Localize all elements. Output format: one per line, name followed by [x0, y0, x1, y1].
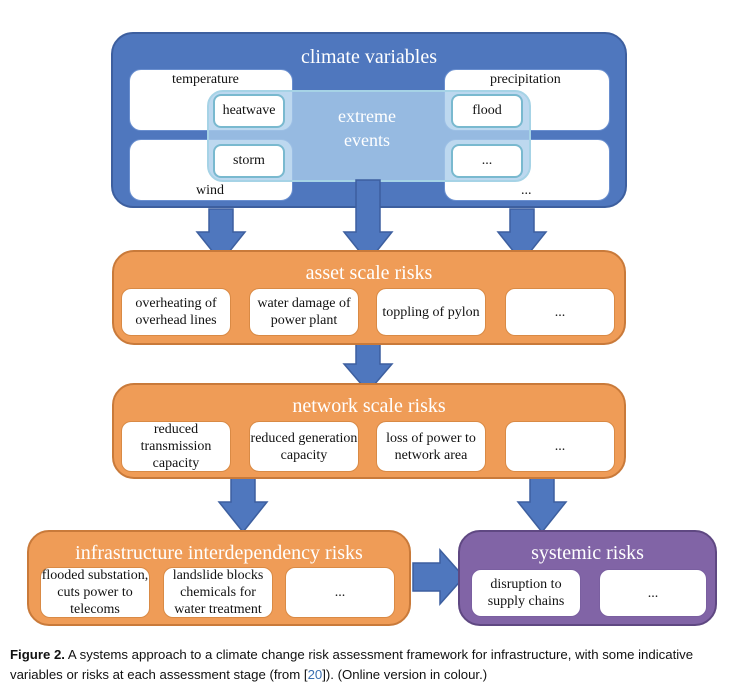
other-event-box: ... [451, 144, 523, 178]
precipitation-label: precipitation [490, 72, 561, 87]
other-variable-label: ... [521, 183, 532, 198]
network-risk-item: reduced transmission capacity [121, 421, 231, 472]
wind-label: wind [196, 183, 224, 198]
arrow-down-icon [516, 476, 568, 534]
asset-risk-item: overheating of overhead lines [121, 288, 231, 336]
caption-citation-link[interactable]: 20 [307, 667, 323, 682]
temperature-label: temperature [172, 72, 239, 87]
figure-caption: Figure 2. A systems approach to a climat… [10, 645, 735, 685]
infrastructure-risk-item: landslide blocks chemicals for water tre… [163, 567, 273, 618]
systemic-risks-title: systemic risks [531, 542, 644, 564]
network-risk-item: loss of power to network area [376, 421, 486, 472]
network-risk-item: reduced generation capacity [249, 421, 359, 472]
asset-risk-item: ... [505, 288, 615, 336]
caption-label: Figure 2. [10, 647, 65, 662]
network-risk-item: ... [505, 421, 615, 472]
systemic-risk-item: disruption to supply chains [471, 569, 581, 617]
arrow-down-icon [217, 476, 269, 534]
arrow-down-icon [195, 208, 247, 264]
infrastructure-risk-item: ... [285, 567, 395, 618]
caption-text-before: A systems approach to a climate change r… [10, 647, 694, 682]
asset-risk-item: toppling of pylon [376, 288, 486, 336]
storm-box: storm [213, 144, 285, 178]
systemic-risk-item: ... [599, 569, 707, 617]
arrow-down-icon [342, 179, 394, 264]
infrastructure-risk-item: flooded substation, cuts power to teleco… [40, 567, 150, 618]
arrow-right-icon [412, 548, 466, 606]
arrow-down-icon [496, 208, 548, 264]
asset-risk-item: water damage of power plant [249, 288, 359, 336]
network-scale-risks-title: network scale risks [292, 395, 446, 417]
flood-box: flood [451, 94, 523, 128]
extreme-events-label: extreme events [338, 106, 396, 150]
caption-text-after: ]). (Online version in colour.) [322, 667, 488, 682]
asset-scale-risks-title: asset scale risks [305, 262, 433, 284]
infrastructure-interdependency-title: infrastructure interdependency risks [75, 542, 363, 564]
climate-variables-title: climate variables [300, 46, 438, 68]
heatwave-box: heatwave [213, 94, 285, 128]
